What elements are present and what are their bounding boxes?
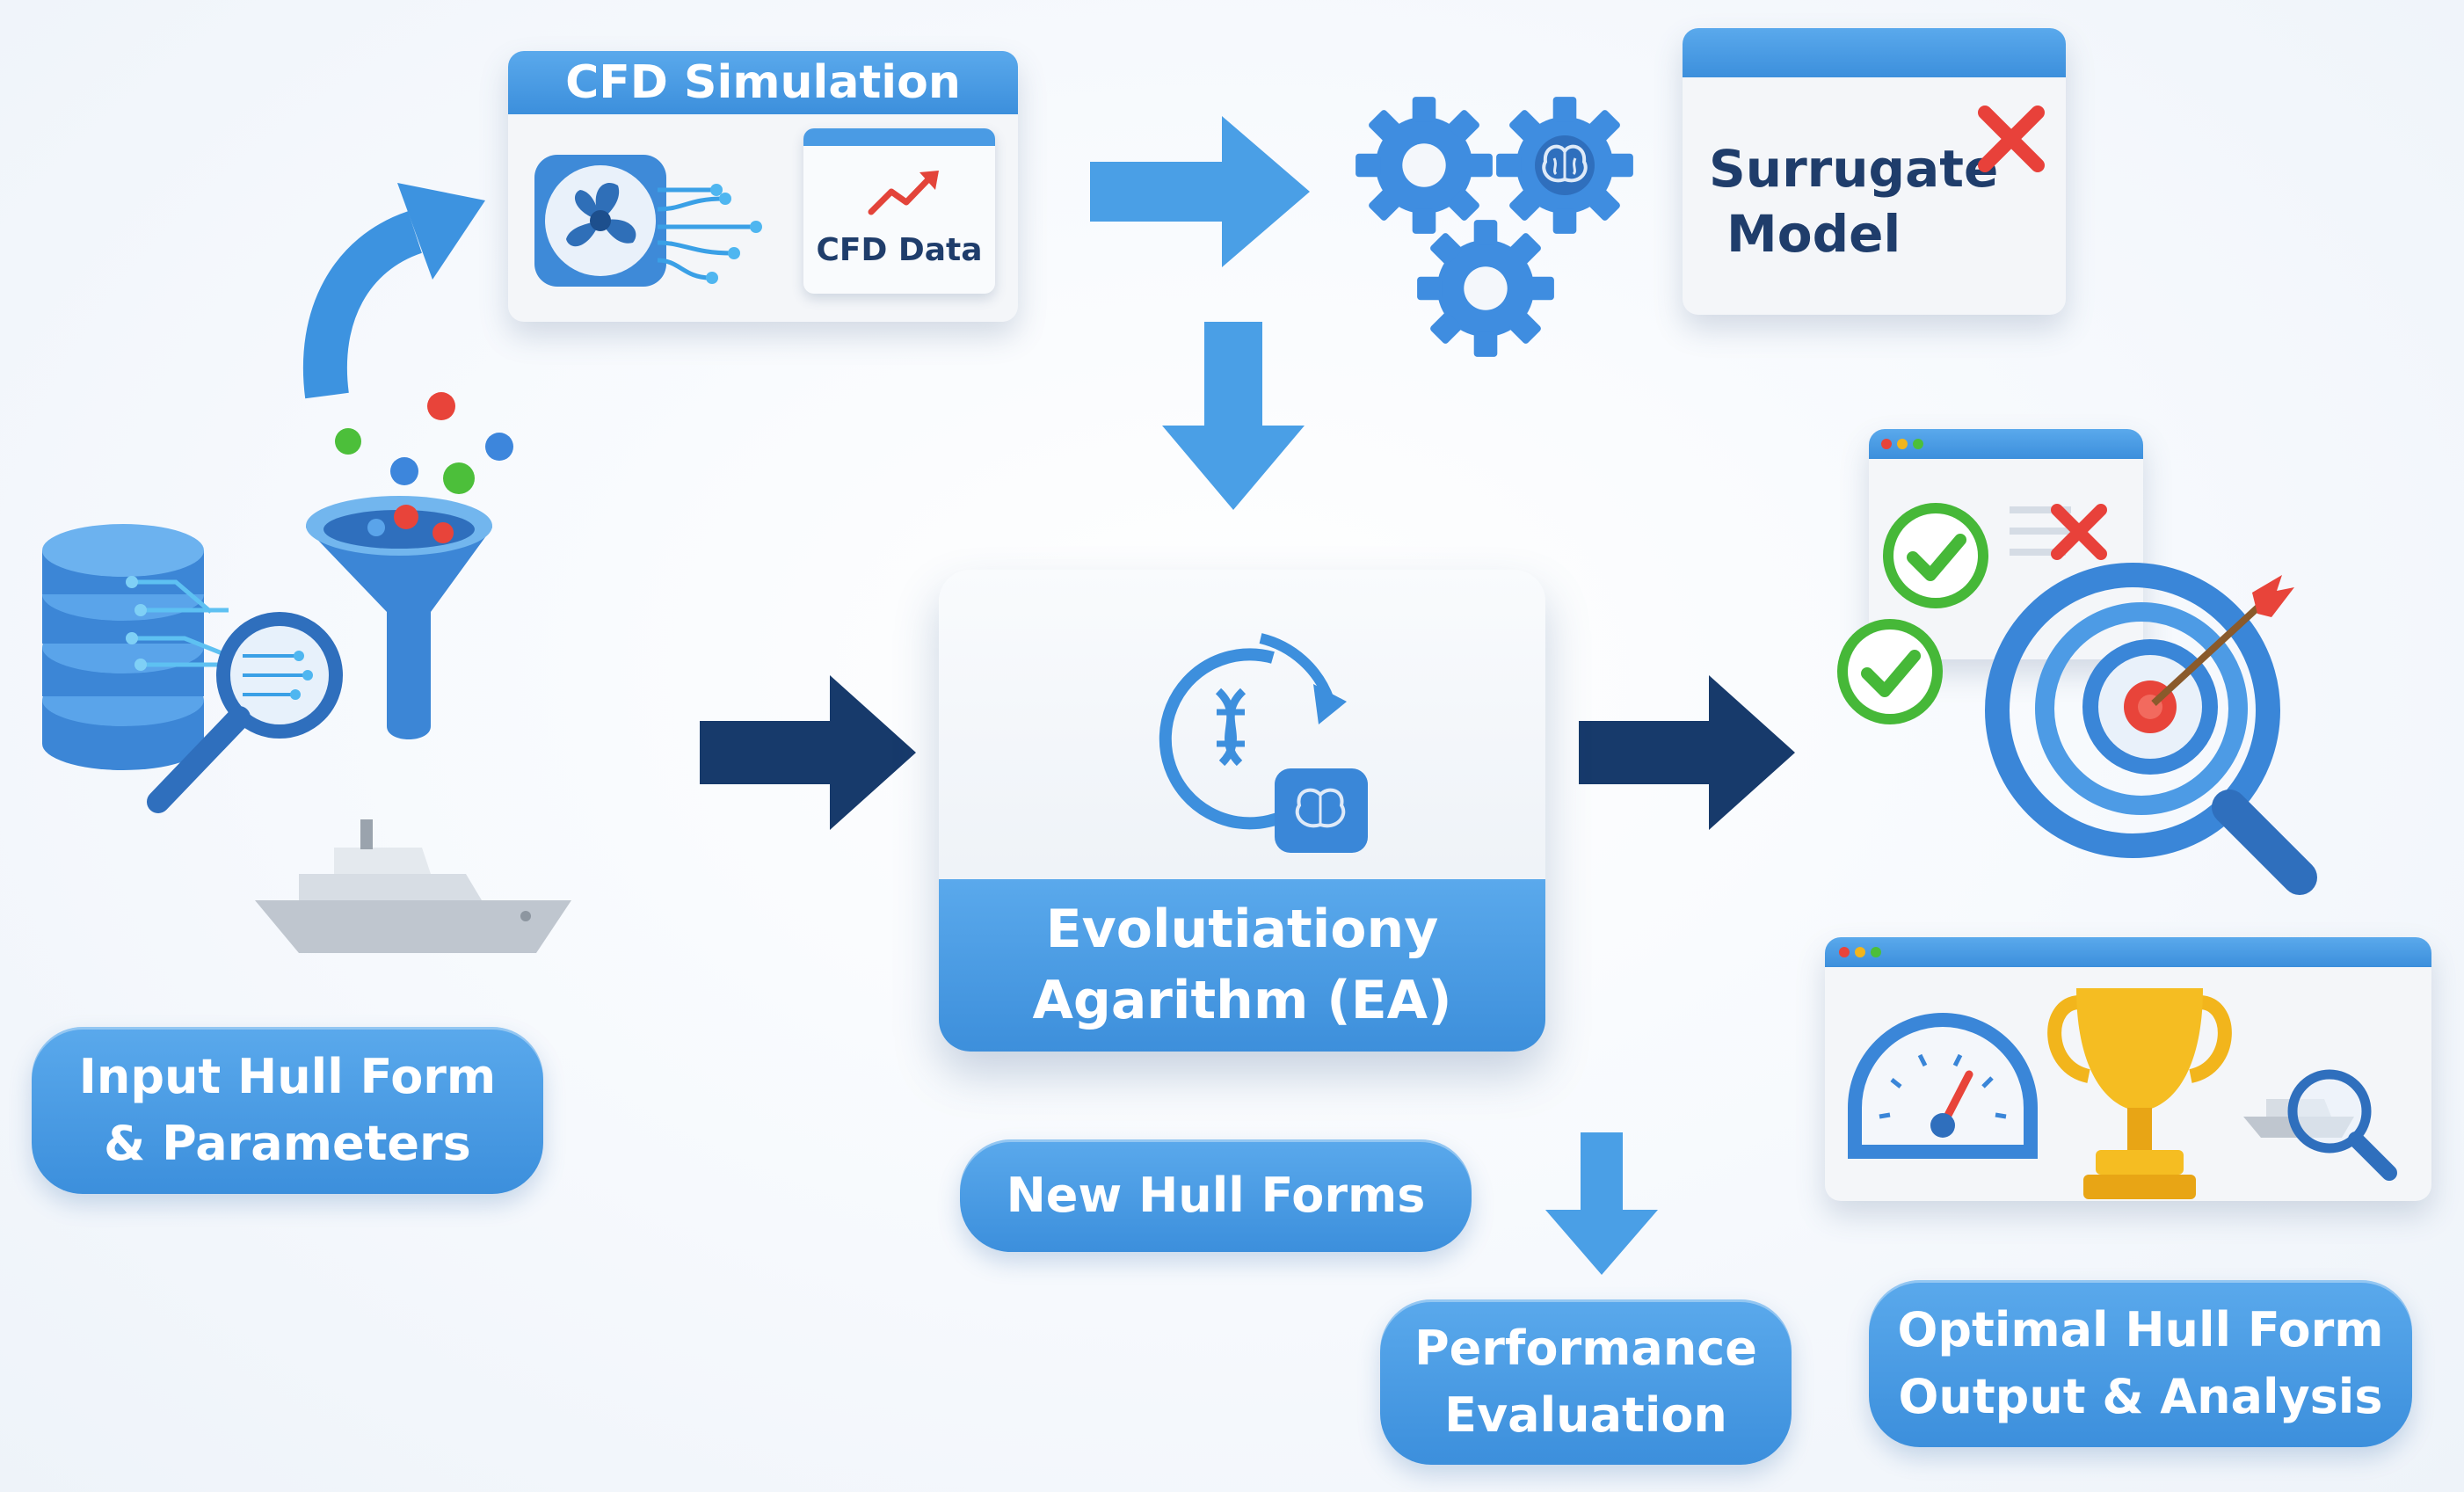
ea-label-line1: Evolutiationy — [1045, 899, 1439, 960]
input-label-line1: Input Hull Form — [78, 1049, 497, 1105]
arrow-right-light — [1090, 116, 1310, 267]
funnel-icon — [306, 392, 513, 739]
dna-cycle-icon — [1159, 633, 1368, 853]
evolutionary-algorithm-label: Evolutiationy Agarithm (EA) — [939, 879, 1545, 1052]
input-label-line2: & Parameters — [104, 1116, 471, 1171]
cfd-simulation-header — [508, 51, 1018, 114]
optimal-hull-form-label: Optimal Hull Form Output & Analysis — [1869, 1280, 2412, 1447]
curved-arrow — [302, 183, 485, 399]
surrogate-model-line1: Surrugate — [1709, 139, 1999, 199]
cfd-data-label: CFD Data — [816, 232, 983, 268]
trophy-icon — [2047, 988, 2232, 1199]
new-hull-forms-text: New Hull Forms — [1006, 1168, 1426, 1224]
target-magnifier-icon — [1985, 563, 2317, 895]
optimal-label-line2: Output & Analysis — [1898, 1369, 2383, 1424]
results-dashboard-header — [1825, 937, 2431, 967]
optimal-label-line1: Optimal Hull Form — [1897, 1302, 2384, 1358]
ea-label-line2: Agarithm (EA) — [1032, 970, 1452, 1031]
ship-icon — [255, 819, 571, 953]
check-icon-2 — [1837, 619, 1943, 724]
trend-chart-icon — [868, 171, 939, 215]
arrow-down-small — [1545, 1132, 1658, 1275]
cfd-simulation-title: CFD Simulation — [565, 56, 961, 109]
new-hull-forms-label: New Hull Forms — [960, 1139, 1472, 1252]
close-x-icon — [1978, 106, 2045, 172]
red-x-icon — [2051, 504, 2107, 560]
cfd-simulation-card: CFD Simulation — [508, 51, 1018, 322]
arrow-right-dark-left — [700, 675, 916, 830]
surrogate-model-header — [1683, 28, 2066, 77]
input-hull-form-label: Input Hull Form & Parameters — [32, 1027, 543, 1194]
evolutionary-algorithm-card: Evolutiationy Agarithm (EA) — [939, 570, 1545, 1052]
surrogate-model-card: Surrugate Model — [1683, 28, 2066, 315]
ship-magnifier-icon — [2243, 1069, 2397, 1181]
arrow-down-light — [1162, 322, 1305, 510]
cfd-data-panel: CFD Data — [803, 128, 995, 294]
database-icon — [42, 524, 343, 813]
checklist-window-header — [1869, 429, 2143, 459]
surrogate-model-line2: Model — [1726, 204, 1901, 264]
gears-brain-icon — [1356, 97, 1633, 357]
gauge-icon — [1848, 1013, 2038, 1159]
performance-label-line2: Evaluation — [1444, 1387, 1727, 1443]
arrow-right-dark-right — [1579, 675, 1795, 830]
fan-icon — [534, 155, 762, 287]
performance-evaluation-label: Performance Evaluation — [1380, 1299, 1792, 1465]
check-icon-1 — [1883, 503, 1988, 608]
performance-label-line1: Performance — [1414, 1321, 1757, 1377]
